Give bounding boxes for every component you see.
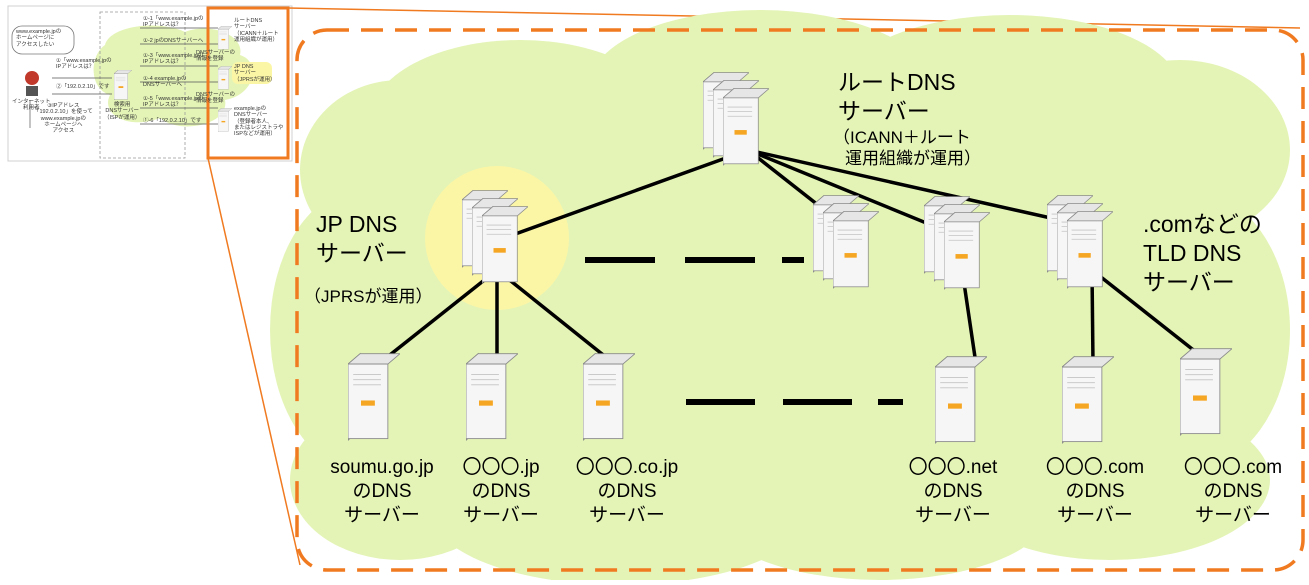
thumb-user-step-3: ③IPアドレス 「192.0.2.10」を使って www.example.jpの… [34, 103, 93, 135]
leaf-line-2: のDNS [923, 480, 983, 502]
thumb-step-1: ①-1「www.example.jpの IPアドレスは？ [143, 16, 204, 29]
thumb-user-label: インターネット 利用者 [12, 99, 51, 112]
leaf-line-2: のDNS [597, 480, 657, 502]
root-dns-operator-note: （ICANN＋ルート 運用組織が運用） [833, 127, 981, 170]
leaf-domain: 〇〇〇.net [908, 457, 998, 478]
leaf-label-cojp: 〇〇〇.co.jp のDNS サーバー [572, 456, 682, 527]
leaf-line-3: サーバー [1057, 504, 1133, 526]
root-dns-label: ルートDNS サーバー [838, 68, 956, 126]
leaf-domain: 〇〇〇.jp [462, 457, 540, 478]
thumb-step-2: ①-2 jpのDNSサーバーへ [143, 38, 204, 44]
root-dns-note-line-2: 運用組織が運用） [845, 149, 981, 169]
zoom-connector-bottom [207, 157, 301, 566]
leaf-line-2: のDNS [1065, 480, 1125, 502]
thumb-example-label: example.jpの DNSサーバー （登録者本人、 またはレジストラや IS… [234, 106, 284, 138]
leaf-line-2: のDNS [352, 480, 412, 502]
overview-thumbnail [7, 5, 293, 162]
leaf-line-3: サーバー [463, 504, 539, 526]
zoomed-area-frame [295, 28, 1305, 572]
leaf-label-soumu: soumu.go.jp のDNS サーバー [314, 456, 450, 527]
thumb-register-note-1: DNSサーバーの 情報を登録 [196, 50, 236, 63]
thumb-user-bubble: www.example.jpの ホームページに アクセスしたい [16, 29, 62, 48]
thumb-user-step-1: ①「www.example.jpの IPアドレスは？ [56, 58, 112, 71]
tld-dns-line-1: .comなどの [1143, 211, 1262, 237]
thumb-user-step-2: ②「192.0.2.10」です [56, 84, 110, 90]
leaf-line-3: サーバー [344, 504, 420, 526]
internet-cloud [270, 10, 1290, 585]
jp-dns-title: JP DNS [316, 211, 398, 237]
tld-dns-line-2: TLD DNS [1143, 239, 1242, 266]
tld-dns-label: .comなどの TLD DNS サーバー [1143, 210, 1262, 296]
ellipsis-edges [585, 257, 903, 405]
root-dns-note-line-1: （ICANN＋ルート [833, 128, 971, 147]
jp-dns-label: JP DNS サーバー [316, 210, 408, 268]
leaf-domain: 〇〇〇.co.jp [575, 457, 679, 478]
thumb-step-6: ①-6「192.0.2.10」です [143, 118, 202, 124]
leaf-domain: soumu.go.jp [330, 457, 434, 478]
leaf-line-2: のDNS [471, 480, 531, 502]
thumb-cache-label: 検索用 DNSサーバー （ISPが運用） [104, 102, 141, 121]
thumb-register-note-2: DNSサーバーの 情報を登録 [196, 92, 236, 105]
leaf-line-3: サーバー [1195, 504, 1271, 526]
root-dns-title: ルートDNS [838, 69, 956, 95]
thumb-step-5: ①-5「www.example.jpの IPアドレスは？ [143, 96, 204, 109]
leaf-domain: 〇〇〇.com [1045, 457, 1145, 478]
zoom-frame [206, 6, 290, 160]
tld-dns-line-3: サーバー [1143, 268, 1235, 295]
leaf-label-com-1: 〇〇〇.com のDNS サーバー [1030, 456, 1160, 527]
leaf-label-com-2: 〇〇〇.com のDNS サーバー [1168, 456, 1298, 527]
thumb-step-3: ①-3「www.example.jpの IPアドレスは？ [143, 53, 204, 66]
jp-dns-operator-note: （JPRSが運用） [304, 287, 433, 306]
root-dns-subtitle: サーバー [838, 97, 930, 124]
thumb-jp-label: JP DNS サーバー （JPRSが運用） [234, 64, 276, 83]
thumb-step-4: ①-4 example.jpの DNSサーバーへ [143, 76, 187, 89]
jp-dns-subtitle: サーバー [316, 239, 408, 266]
leaf-line-3: サーバー [915, 504, 991, 526]
leaf-line-2: のDNS [1203, 480, 1263, 502]
leaf-label-net: 〇〇〇.net のDNS サーバー [893, 456, 1013, 527]
leaf-domain: 〇〇〇.com [1183, 457, 1283, 478]
leaf-line-3: サーバー [589, 504, 665, 526]
leaf-label-jp: 〇〇〇.jp のDNS サーバー [446, 456, 556, 527]
thumb-root-label: ルートDNS サーバー （ICANN＋ルート 運用組織が運用） [234, 18, 279, 43]
